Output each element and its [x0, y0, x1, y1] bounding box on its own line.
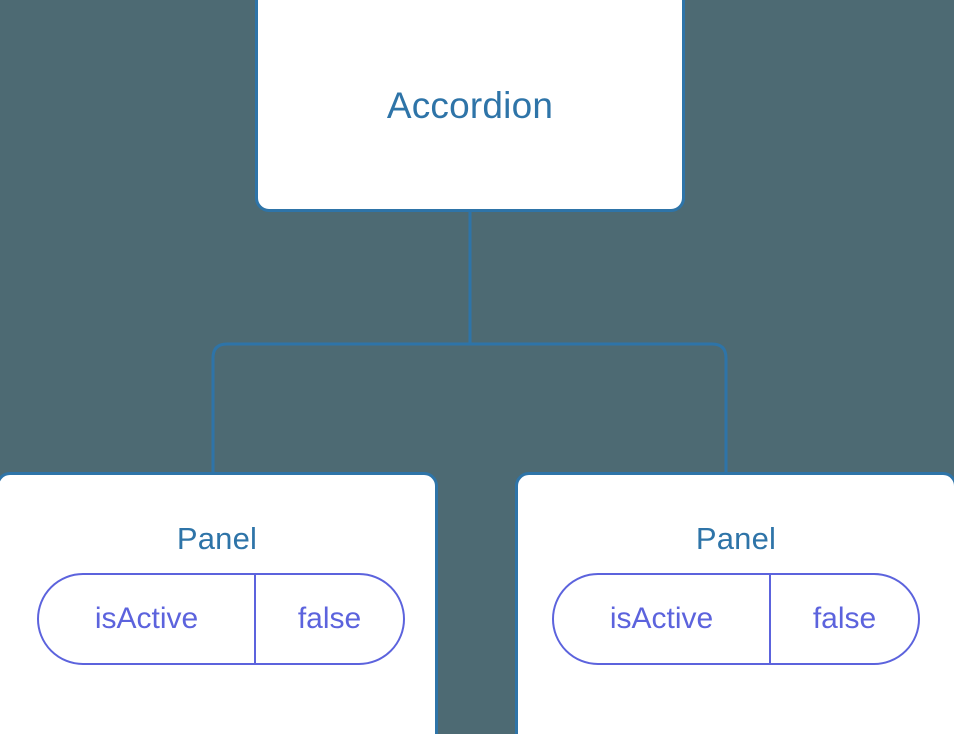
state-value-panel-2: false	[812, 602, 877, 635]
node-accordion-label: Accordion	[386, 85, 554, 126]
node-panel-2-label: Panel	[695, 521, 777, 556]
state-badge-panel-1[interactable]: isActive false	[37, 573, 405, 665]
node-panel-2[interactable]: Panel isActive false	[515, 472, 954, 734]
node-panel-1[interactable]: Panel isActive false	[0, 472, 438, 734]
connector-branch-right	[470, 342, 728, 474]
node-accordion[interactable]: Accordion	[255, 0, 685, 212]
state-value-panel-1: false	[297, 602, 362, 635]
connector-branch-left	[211, 342, 470, 474]
state-key-panel-1: isActive	[94, 602, 199, 635]
state-key-panel-2: isActive	[609, 602, 714, 635]
state-divider-panel-2	[769, 575, 771, 663]
state-badge-panel-2[interactable]: isActive false	[552, 573, 920, 665]
state-divider-panel-1	[254, 575, 256, 663]
node-panel-1-label: Panel	[176, 521, 258, 556]
